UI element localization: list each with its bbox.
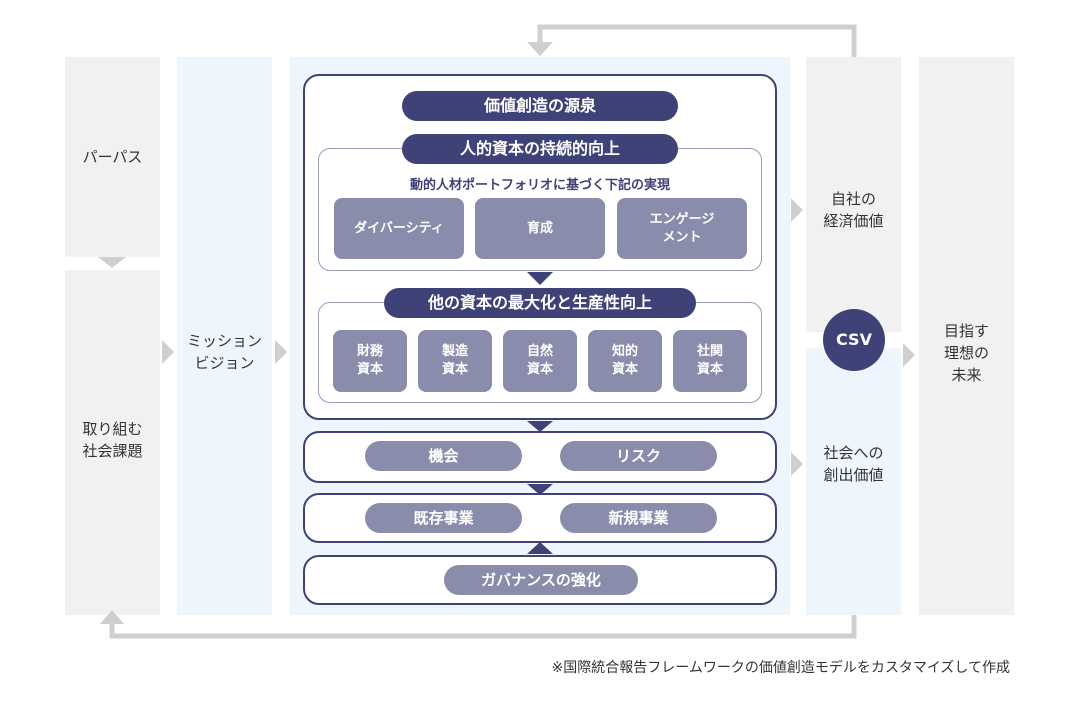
purpose-label: パーパス bbox=[82, 148, 143, 166]
human-capital-title: 人的資本の持続的向上 bbox=[402, 134, 678, 164]
top-loop-line bbox=[537, 24, 857, 57]
opportunity-pill: 機会 bbox=[365, 441, 522, 471]
source-title: 価値創造の源泉 bbox=[402, 91, 678, 121]
other-capital-title: 他の資本の最大化と生産性向上 bbox=[384, 288, 696, 318]
footnote: ※国際統合報告フレームワークの価値創造モデルをカスタマイズして作成 bbox=[551, 660, 1010, 676]
mission-vision-label: ミッション ビジョン bbox=[186, 332, 262, 372]
existing-business-pill: 既存事業 bbox=[365, 503, 522, 533]
ideal-future-label: 目指す 理想の 未来 bbox=[943, 322, 989, 384]
mission-to-center-arrow bbox=[275, 340, 287, 364]
ideal-future-panel bbox=[919, 57, 1014, 615]
center-to-social-arrow bbox=[791, 452, 803, 476]
company-value-label: 自社の 経済価値 bbox=[823, 190, 884, 230]
social-issues-label: 取り組む 社会課題 bbox=[82, 420, 143, 460]
portfolio-subtitle: 動的人材ポートフォリオに基づく下記の実現 bbox=[409, 178, 670, 193]
issues-to-mission-arrow bbox=[162, 340, 174, 364]
company-value-panel bbox=[806, 57, 901, 332]
manufactured-capital-box: 製造 資本 bbox=[418, 330, 492, 392]
purpose-panel bbox=[65, 57, 160, 257]
social-value-panel bbox=[806, 348, 901, 615]
diversity-box: ダイバーシティ bbox=[334, 198, 464, 259]
csv-to-future-arrow bbox=[903, 343, 915, 367]
development-box: 育成 bbox=[475, 198, 605, 259]
bottom-loop-arrowhead bbox=[100, 610, 124, 624]
mission-vision-panel bbox=[177, 57, 272, 615]
financial-capital-box: 財務 資本 bbox=[333, 330, 407, 392]
opportunity-to-business-arrow bbox=[527, 484, 553, 495]
csv-badge: CSV bbox=[823, 309, 885, 371]
social-value-label: 社会への 創出価値 bbox=[823, 444, 884, 484]
hc-to-other-arrow bbox=[527, 272, 553, 285]
bottom-loop-line bbox=[109, 615, 857, 639]
governance-up-arrow bbox=[527, 542, 553, 554]
source-to-opportunity-arrow bbox=[527, 421, 553, 432]
intellectual-capital-box: 知的 資本 bbox=[588, 330, 662, 392]
top-loop-arrowhead bbox=[527, 42, 553, 56]
engagement-box: エンゲージ メント bbox=[617, 198, 747, 259]
natural-capital-box: 自然 資本 bbox=[503, 330, 577, 392]
risk-pill: リスク bbox=[560, 441, 717, 471]
center-to-company-arrow bbox=[791, 198, 803, 222]
purpose-down-arrow bbox=[98, 257, 126, 268]
social-relationship-capital-box: 社関 資本 bbox=[673, 330, 747, 392]
new-business-pill: 新規事業 bbox=[560, 503, 717, 533]
governance-pill: ガバナンスの強化 bbox=[444, 565, 638, 595]
social-issues-panel bbox=[65, 270, 160, 615]
